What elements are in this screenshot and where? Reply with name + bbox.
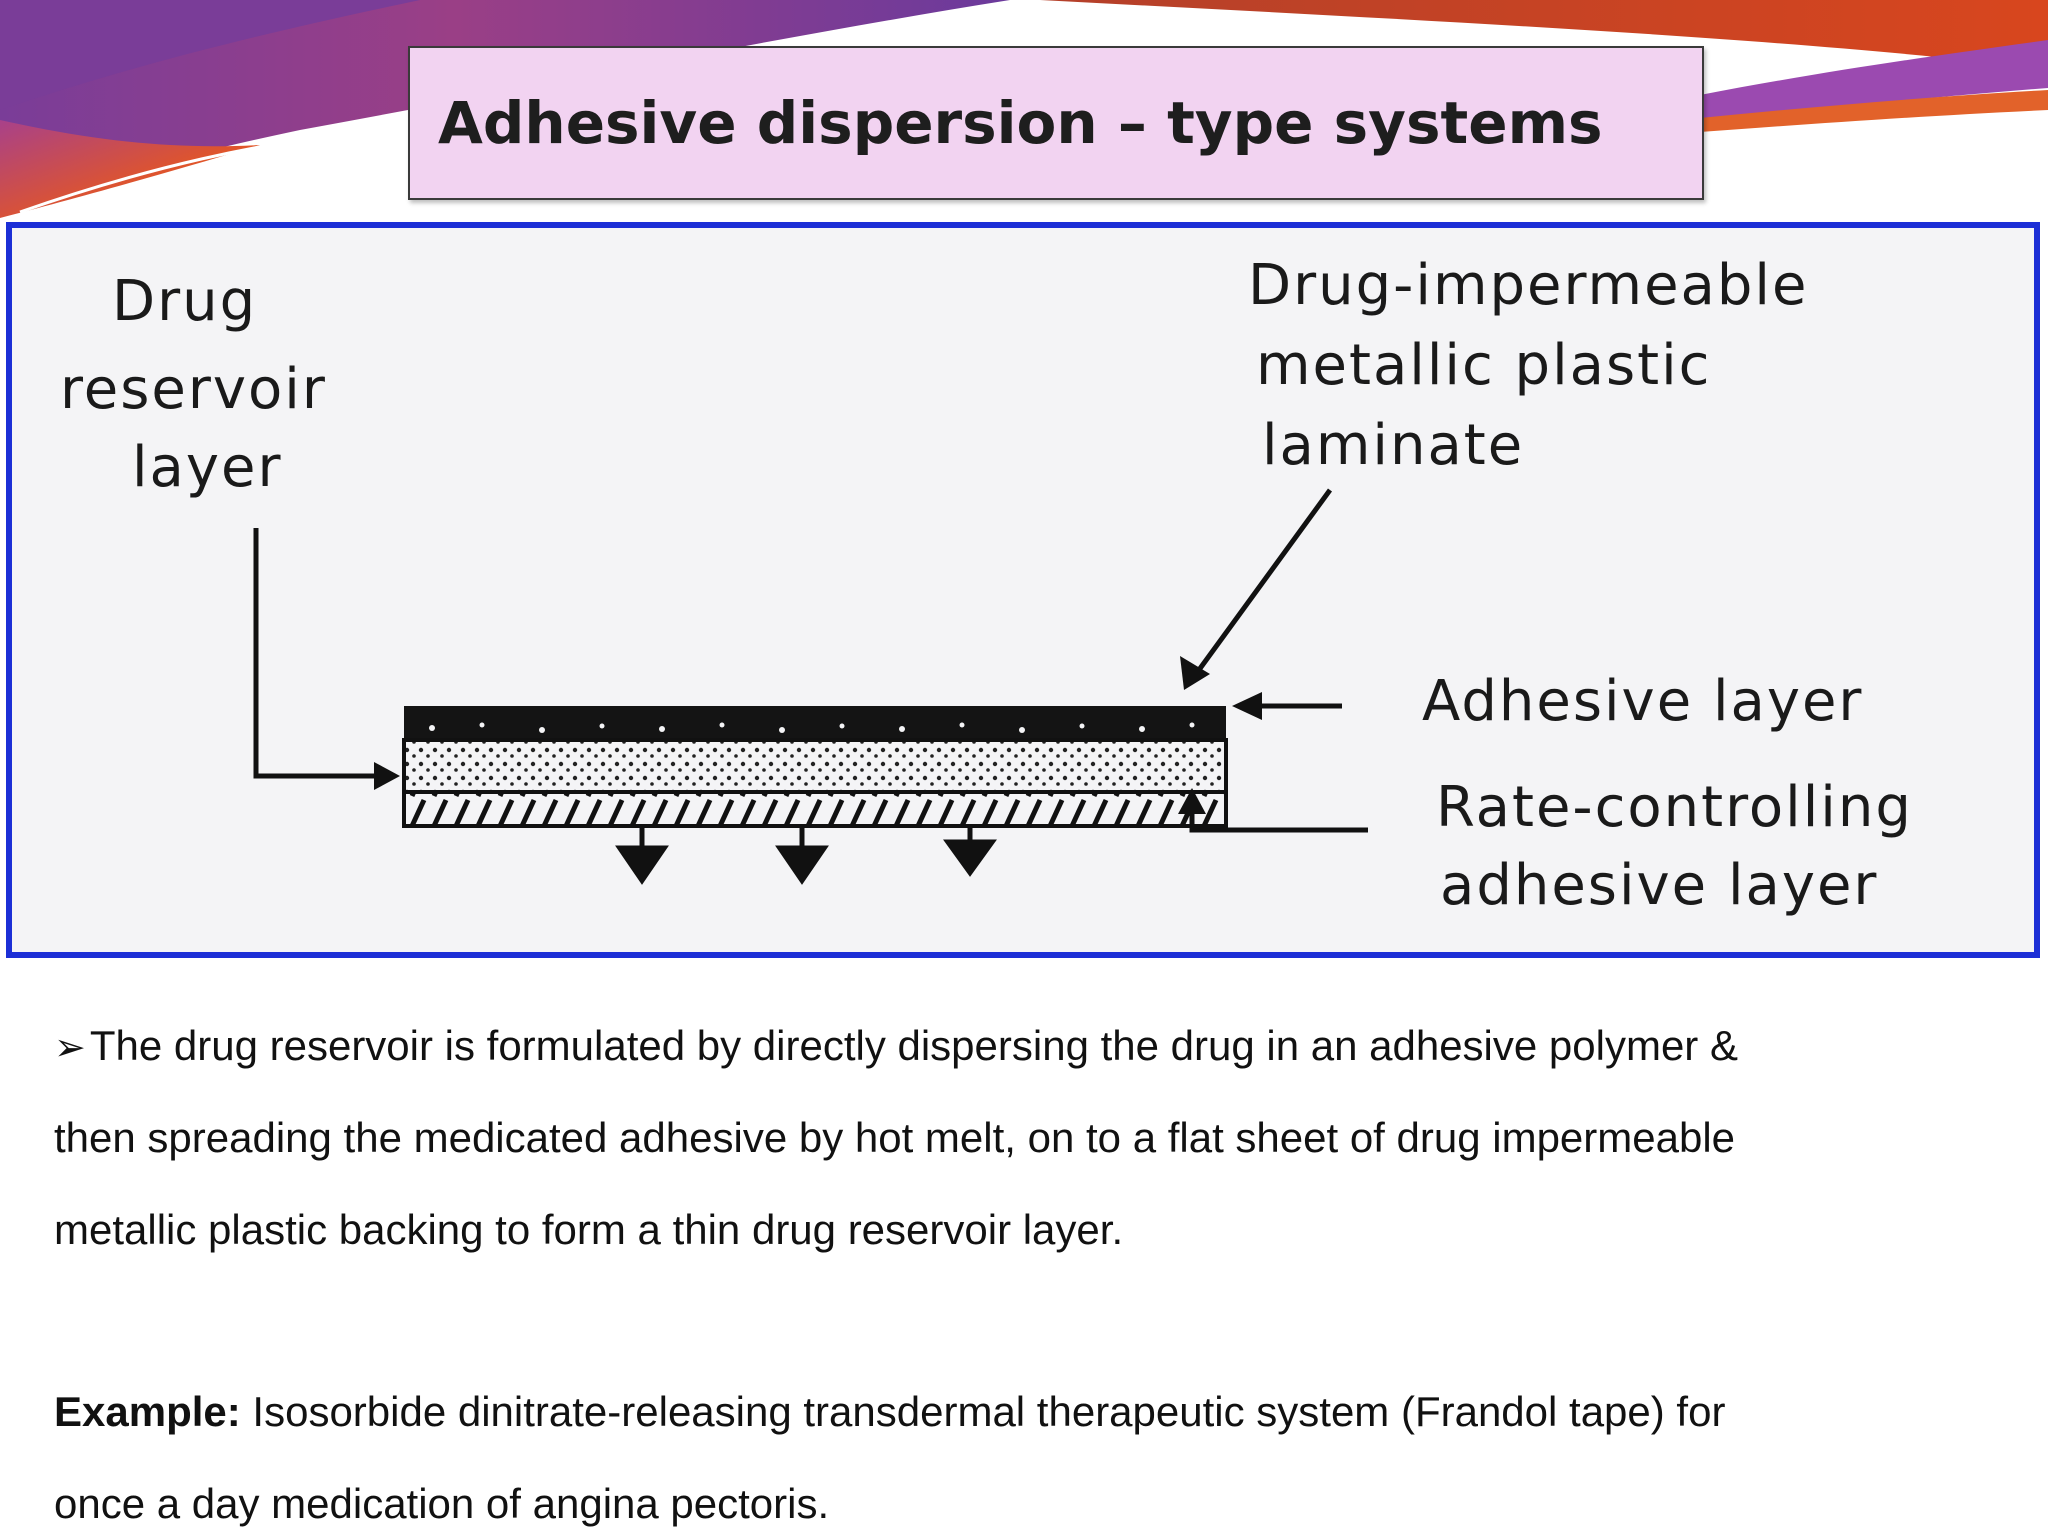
rate-arrowhead [1178, 788, 1206, 814]
label-reservoir-line2: reservoir [60, 357, 327, 422]
bullet-arrow-icon: ➢ [54, 1027, 86, 1069]
backing-specks [429, 722, 1195, 733]
body-text: ➢The drug reservoir is formulated by dir… [54, 1000, 2014, 1536]
title-box: Adhesive dispersion – type systems [408, 46, 1704, 200]
label-reservoir-line1: Drug [112, 269, 257, 334]
label-laminate-line1: Drug-impermeable [1248, 253, 1808, 318]
label-adhesive-layer: Adhesive layer [1422, 669, 1863, 734]
release-arrow-3 [943, 826, 997, 877]
release-arrows [615, 826, 997, 885]
example-label: Example: [54, 1388, 241, 1435]
example-text-1: Isosorbide dinitrate-releasing transderm… [240, 1388, 1726, 1435]
label-reservoir-line3: layer [132, 435, 283, 500]
slide-title: Adhesive dispersion – type systems [438, 89, 1603, 157]
label-laminate-line2: metallic plastic [1256, 333, 1711, 398]
release-arrow-1 [615, 826, 669, 885]
rate-controlling-adhesive-layer [402, 790, 1228, 828]
bullet-line-1: ➢The drug reservoir is formulated by dir… [54, 1000, 2014, 1092]
leader-lines [253, 488, 1368, 833]
example-line-1: Example: Isosorbide dinitrate-releasing … [54, 1366, 2014, 1458]
diagram-frame: Drug reservoir layer Drug-impermeable me… [6, 222, 2040, 958]
bullet-text-1: The drug reservoir is formulated by dire… [89, 1022, 1738, 1069]
spacer [54, 1276, 2014, 1366]
bullet-line-2: then spreading the medicated adhesive by… [54, 1114, 1736, 1161]
patch-layers [402, 706, 1228, 828]
label-rate-controlling-line1: Rate-controlling [1436, 775, 1913, 840]
rate-leader-line [1189, 808, 1368, 833]
laminate-arrowhead [1180, 656, 1210, 690]
release-arrow-2 [775, 826, 829, 885]
reservoir-arrowhead [374, 762, 400, 790]
backing-laminate-layer [404, 706, 1226, 740]
label-laminate-line3: laminate [1262, 413, 1524, 478]
drug-reservoir-layer [402, 738, 1228, 794]
leader-arrowheads [374, 656, 1262, 814]
label-rate-controlling-line2: adhesive layer [1440, 853, 1878, 918]
example-line-2: once a day medication of angina pectoris… [54, 1480, 830, 1527]
patch-diagram: Drug reservoir layer Drug-impermeable me… [60, 253, 1913, 918]
bullet-line-3: metallic plastic backing to form a thin … [54, 1206, 1124, 1253]
header-decoration [0, 0, 2048, 218]
adhesive-arrowhead [1232, 692, 1262, 720]
reservoir-leader-line [253, 528, 382, 779]
laminate-leader-line [1193, 488, 1333, 676]
